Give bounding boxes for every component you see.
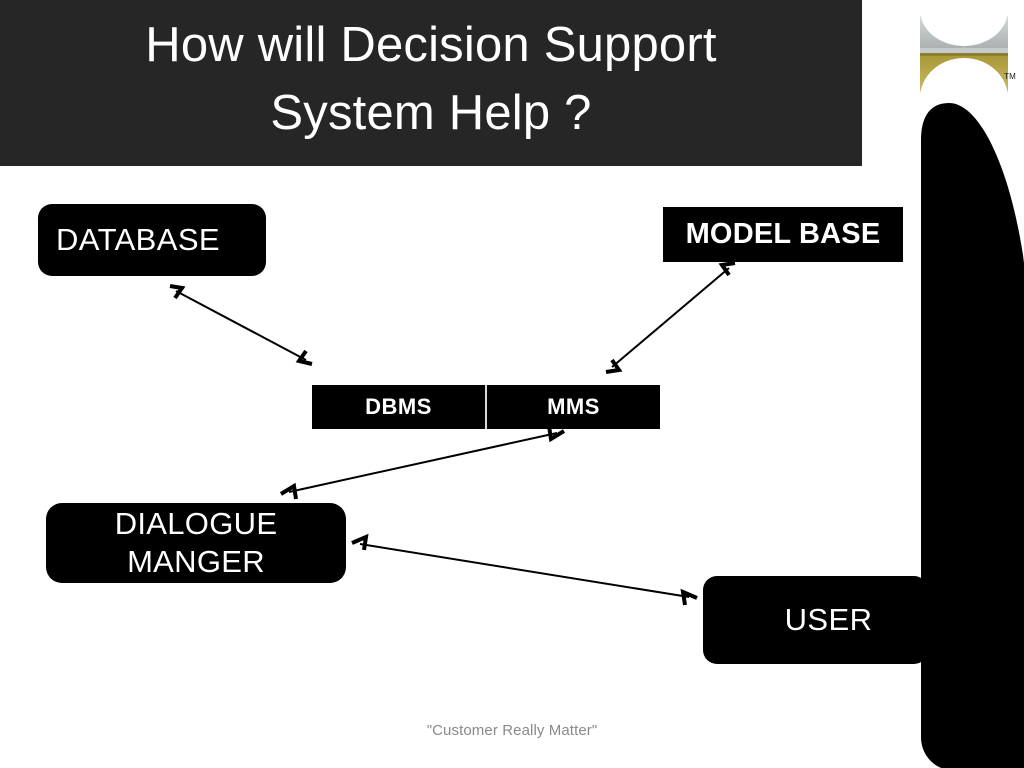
node-mms-label[interactable]: MMS: [547, 394, 600, 419]
node-database-label: DATABASE: [56, 222, 220, 257]
company-logo-icon: [918, 14, 1010, 94]
node-split-divider: [485, 385, 487, 429]
node-user-label: USER: [784, 602, 873, 637]
connector-dbms-dialogue: [279, 425, 566, 500]
connector-database-dbms: [169, 284, 313, 366]
page-title: How will Decision Support System Help ?: [145, 18, 717, 140]
node-dialogue-manger-label: DIALOGUE MANGER: [114, 506, 278, 579]
connector-dialogue-user: [351, 533, 698, 606]
node-model-base[interactable]: MODEL BASE: [663, 207, 903, 262]
node-dbms-mms[interactable]: DBMS MMS: [312, 385, 660, 429]
node-database[interactable]: DATABASE: [38, 204, 266, 276]
node-model-base-label: MODEL BASE: [685, 218, 881, 250]
node-user[interactable]: USER: [703, 576, 928, 664]
node-dbms-label[interactable]: DBMS: [365, 394, 432, 419]
trademark-symbol: TM: [1004, 72, 1017, 81]
blade-decoration-shape: [921, 103, 1024, 768]
title-banner: How will Decision Support System Help ?: [0, 0, 862, 166]
node-dialogue-manger[interactable]: DIALOGUE MANGER: [46, 503, 346, 583]
footer-note: "Customer Really Matter": [426, 722, 598, 739]
connector-modelbase-mms: [605, 261, 736, 374]
